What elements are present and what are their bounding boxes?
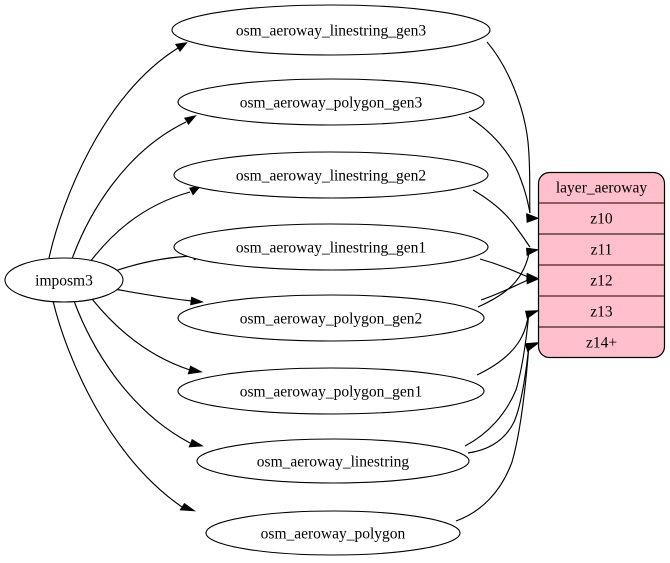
edge-imposm3-to-osm-aeroway-polygon-gen3	[71, 115, 197, 260]
edge-osm-aeroway-polygon-gen3-to-z10	[468, 116, 539, 223]
node-imposm3[interactable]: imposm3	[4, 257, 124, 303]
edge-osm-aeroway-polygon-to-z14plus	[455, 343, 539, 522]
edge-imposm3-to-osm-aeroway-linestring-gen3	[48, 42, 188, 259]
node-osm-aeroway-linestring-gen1-label: osm_aeroway_linestring_gen1	[236, 240, 426, 257]
node-osm-aeroway-linestring-gen1[interactable]: osm_aeroway_linestring_gen1	[173, 223, 489, 271]
node-osm-aeroway-linestring-gen2-label: osm_aeroway_linestring_gen2	[236, 168, 426, 185]
node-osm-aeroway-polygon[interactable]: osm_aeroway_polygon	[205, 510, 461, 556]
node-imposm3-label: imposm3	[35, 273, 93, 290]
edge-imposm3-to-osm-aeroway-linestring	[73, 300, 204, 448]
node-osm-aeroway-polygon-gen2[interactable]: osm_aeroway_polygon_gen2	[177, 294, 485, 342]
node-osm-aeroway-polygon-gen3-label: osm_aeroway_polygon_gen3	[240, 95, 423, 112]
node-osm-aeroway-linestring-gen3[interactable]: osm_aeroway_linestring_gen3	[171, 4, 491, 56]
edge-osm-aeroway-polygon-gen2-to-z12	[480, 275, 540, 301]
node-osm-aeroway-polygon-label: osm_aeroway_polygon	[261, 526, 406, 543]
node-osm-aeroway-linestring-label: osm_aeroway_linestring	[257, 454, 410, 471]
node-osm-aeroway-polygon-gen2-label: osm_aeroway_polygon_gen2	[240, 311, 423, 328]
node-osm-aeroway-polygon-gen1[interactable]: osm_aeroway_polygon_gen1	[177, 367, 485, 415]
node-osm-aeroway-linestring-shape[interactable]	[196, 438, 470, 484]
node-osm-aeroway-polygon-gen3-shape[interactable]	[177, 78, 485, 126]
edge-group-tables-to-layer	[455, 41, 540, 522]
node-osm-aeroway-polygon-gen3[interactable]: osm_aeroway_polygon_gen3	[177, 78, 485, 126]
edge-osm-aeroway-linestring-gen3-to-z10	[486, 41, 539, 223]
node-osm-aeroway-linestring[interactable]: osm_aeroway_linestring	[196, 438, 470, 484]
edge-imposm3-to-osm-aeroway-polygon	[52, 300, 197, 512]
layer-row-z11-label[interactable]: z11	[591, 242, 613, 259]
layer-row-z13-label[interactable]: z13	[590, 304, 613, 321]
node-osm-aeroway-linestring-gen3-shape[interactable]	[171, 4, 491, 56]
node-osm-aeroway-polygon-gen1-label: osm_aeroway_polygon_gen1	[240, 384, 423, 401]
edge-imposm3-to-osm-aeroway-polygon-gen1	[91, 298, 203, 375]
node-osm-aeroway-polygon-gen2-shape[interactable]	[177, 294, 485, 342]
node-osm-aeroway-polygon-shape[interactable]	[205, 510, 461, 556]
layer-row-z12-label[interactable]: z12	[590, 273, 612, 290]
node-osm-aeroway-linestring-gen3-label: osm_aeroway_linestring_gen3	[236, 23, 427, 40]
node-osm-aeroway-linestring-gen2[interactable]: osm_aeroway_linestring_gen2	[173, 151, 489, 199]
node-layer-aeroway[interactable]: layer_aeroway z10 z11 z12 z13 z14+	[537, 171, 666, 359]
node-osm-aeroway-linestring-gen2-shape[interactable]	[173, 151, 489, 199]
edge-osm-aeroway-polygon-gen1-to-z13	[476, 310, 540, 376]
layer-row-z10-label[interactable]: z10	[590, 211, 613, 228]
node-imposm3-shape[interactable]	[4, 257, 124, 303]
node-osm-aeroway-polygon-gen1-shape[interactable]	[177, 367, 485, 415]
layer-row-z14plus-label[interactable]: z14+	[586, 335, 617, 352]
edge-imposm3-to-osm-aeroway-polygon-gen2	[113, 288, 204, 306]
edge-osm-aeroway-linestring-to-z13	[464, 310, 540, 447]
layer-aeroway-header-label: layer_aeroway	[556, 180, 647, 197]
node-osm-aeroway-linestring-gen1-shape[interactable]	[173, 223, 489, 271]
